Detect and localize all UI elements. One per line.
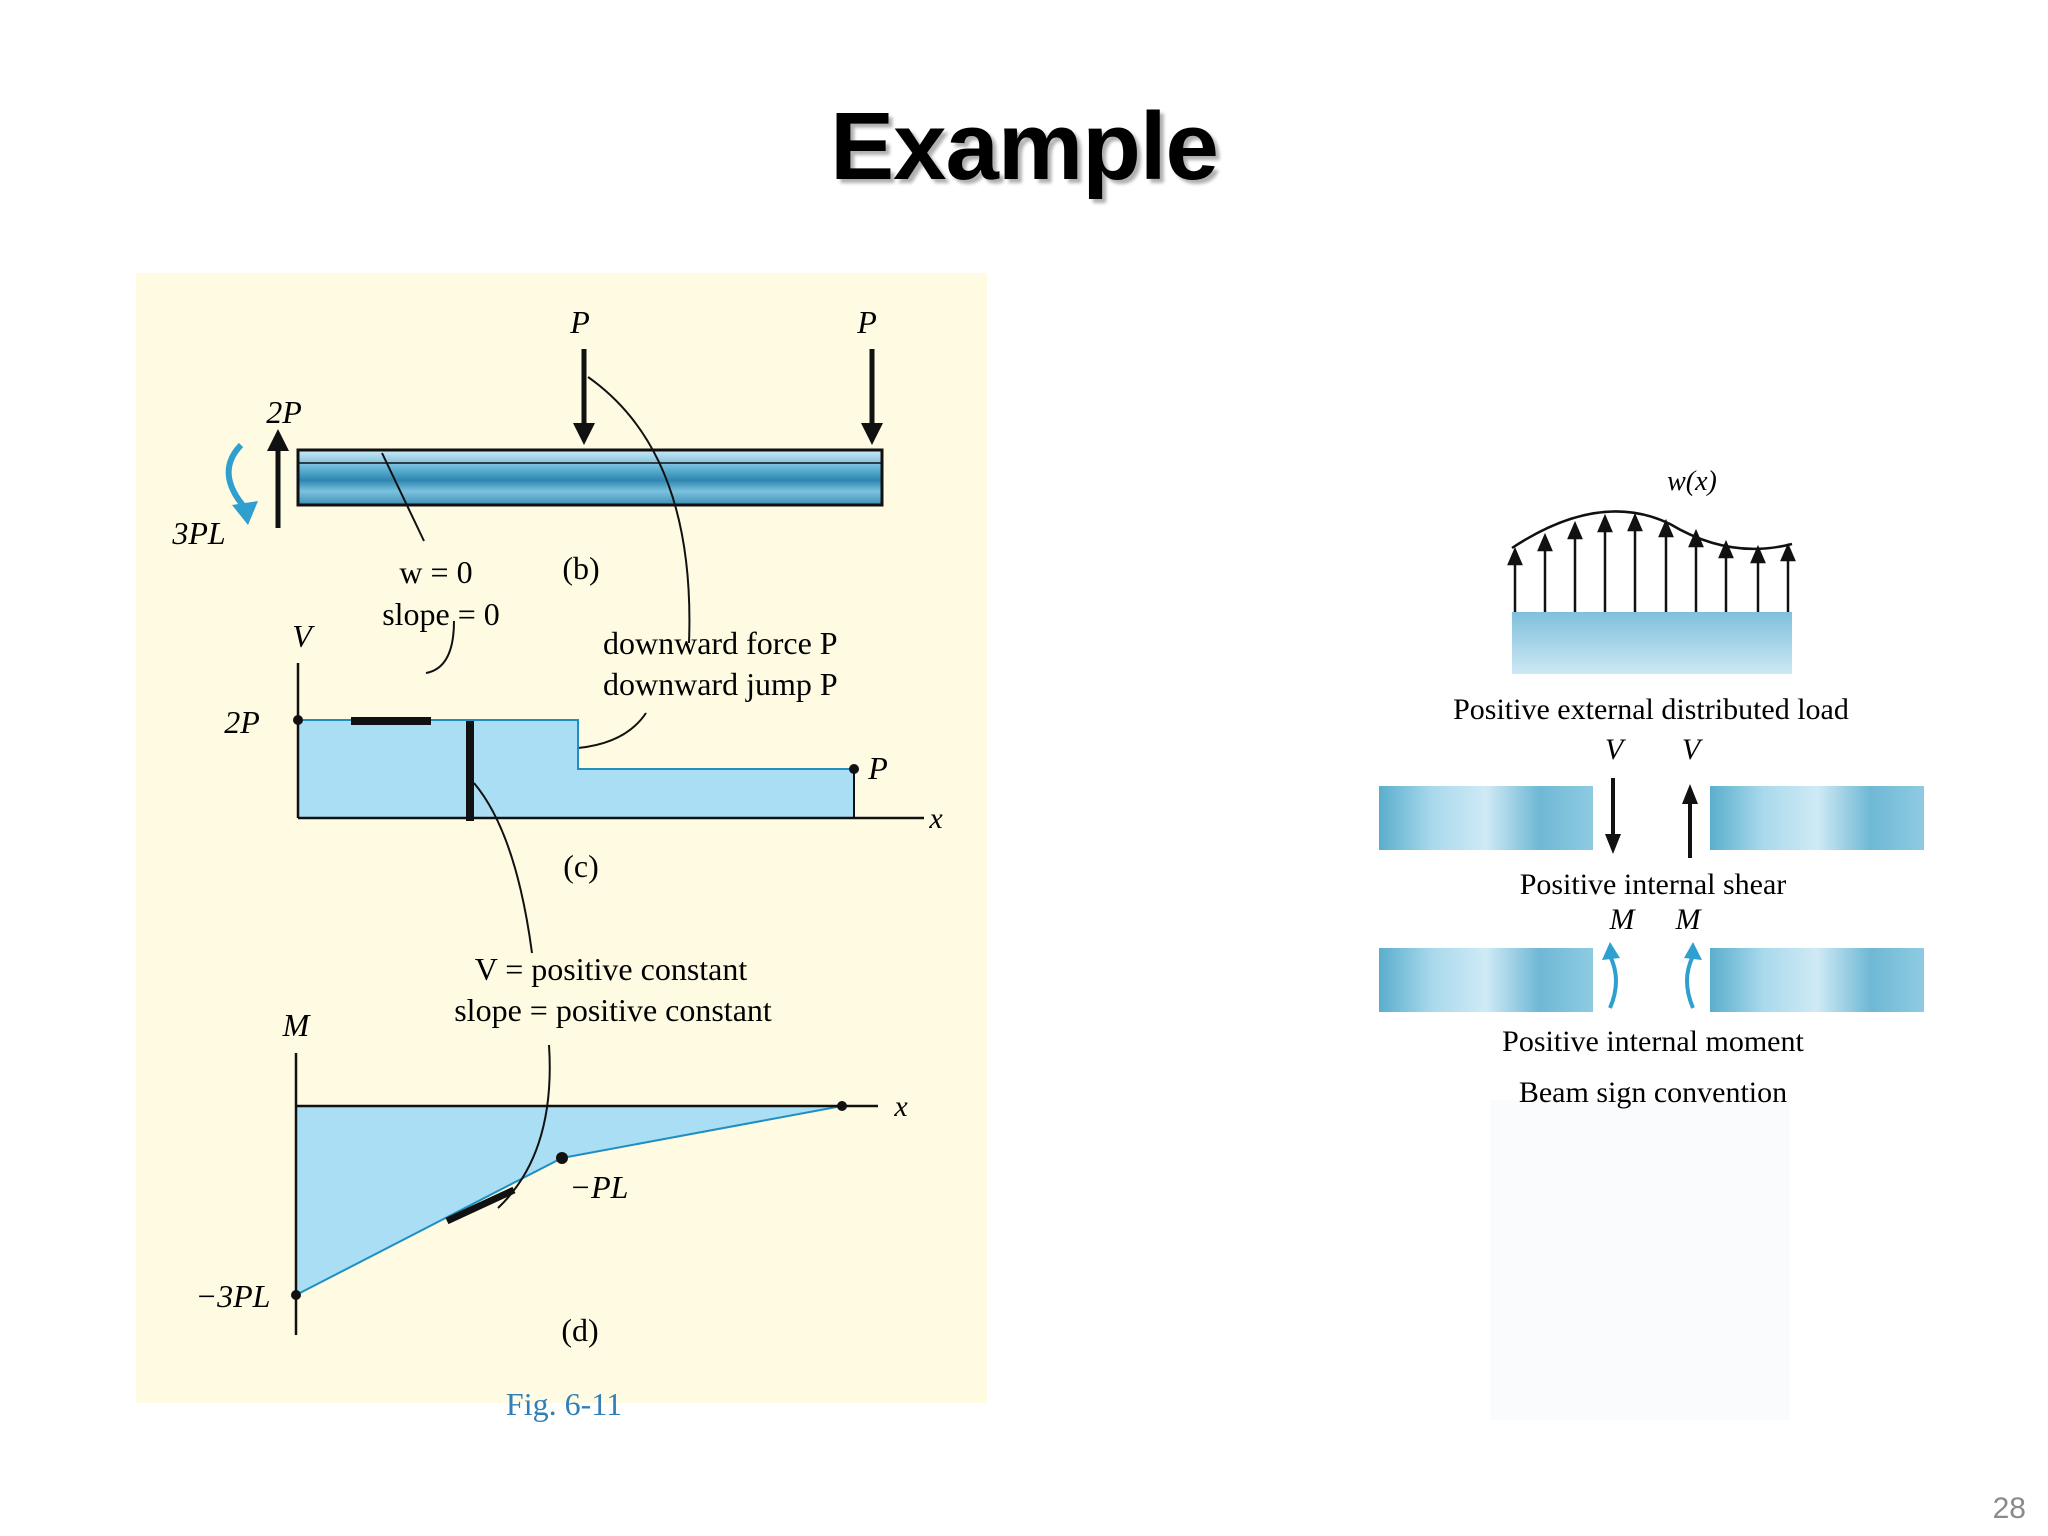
leader-slope-positive — [497, 1044, 551, 1209]
reaction-moment-arrow — [225, 442, 258, 525]
label-b: (b) — [562, 550, 599, 586]
moment-diagram — [291, 1053, 878, 1335]
moment-value-minus-3pl: −3PL — [196, 1278, 271, 1314]
annotation-downward-jump: downward jump P — [603, 666, 838, 702]
moment-arrow-left — [1602, 942, 1620, 1009]
moment-label-right: M — [1675, 903, 1703, 936]
load-label-p1: P — [569, 304, 590, 340]
load-arrow-head — [1658, 518, 1674, 538]
leader-v-positive — [473, 782, 533, 954]
shear-arrow-down — [1605, 778, 1621, 854]
moment-arrow-right — [1684, 942, 1702, 1009]
distributed-load-diagram — [1507, 510, 1796, 674]
reaction-force-arrow — [267, 429, 289, 528]
load-arrow-head — [1688, 528, 1704, 548]
load-function-label: w(x) — [1667, 466, 1717, 497]
load-arrow-head — [1627, 512, 1643, 532]
internal-shear-diagram — [1379, 778, 1924, 858]
beam-diagram-svg: P P 2P 3PL (b) w = 0 slope = 0 V downwar… — [171, 304, 943, 1422]
shear-value-p: P — [867, 750, 888, 786]
load-arrow-p2 — [861, 349, 883, 445]
load-arrow-head — [1597, 513, 1613, 533]
leader-downward-force — [587, 376, 691, 644]
load-label-p2: P — [856, 304, 877, 340]
leader-downward-jump — [577, 712, 647, 749]
reaction-force-label: 2P — [266, 394, 302, 430]
reaction-moment-label: 3PL — [171, 515, 225, 551]
shear-caption: Positive internal shear — [1520, 868, 1787, 901]
load-arrow-head — [1507, 546, 1523, 566]
moment-caption: Positive internal moment — [1502, 1025, 1804, 1058]
distributed-load-caption: Positive external distributed load — [1453, 693, 1849, 726]
figure-caption: Fig. 6-11 — [506, 1386, 622, 1422]
label-c: (c) — [563, 848, 599, 884]
load-arrow-head — [1780, 542, 1796, 562]
annotation-downward-force: downward force P — [603, 625, 838, 661]
moment-value-minus-pl: −PL — [570, 1169, 629, 1205]
shear-label-right: V — [1682, 733, 1704, 766]
moment-x-axis-label: x — [893, 1090, 908, 1123]
shear-diagram — [293, 663, 924, 821]
shear-axis-label: V — [292, 618, 315, 654]
convention-caption: Beam sign convention — [1519, 1076, 1787, 1109]
annotation-slope-positive: slope = positive constant — [454, 992, 772, 1028]
shear-x-axis-label: x — [928, 802, 943, 835]
moment-slope-marker — [445, 1186, 516, 1225]
loaded-beam — [225, 349, 884, 528]
leader-slope-zero — [425, 620, 455, 674]
load-arrow-head — [1718, 539, 1734, 559]
annotation-v-positive: V = positive constant — [475, 951, 748, 987]
load-arrow-head — [1537, 532, 1553, 552]
sign-convention-svg: w(x) Positive external distributed load … — [1379, 466, 1924, 1420]
slide-title: Example — [830, 93, 1219, 200]
internal-moment-diagram — [1379, 942, 1924, 1012]
load-arrow-head — [1750, 544, 1766, 564]
beam-diagram-figure: P P 2P 3PL (b) w = 0 slope = 0 V downwar… — [136, 273, 987, 1422]
moment-label-left: M — [1609, 903, 1637, 936]
load-arrow-head — [1567, 520, 1583, 540]
shear-value-2p: 2P — [224, 704, 260, 740]
page-number: 28 — [1992, 1492, 2026, 1525]
leader-w-zero — [381, 452, 425, 542]
shear-arrow-up — [1682, 784, 1698, 858]
shear-label-left: V — [1605, 733, 1627, 766]
beam-sign-convention-figure: w(x) Positive external distributed load … — [1370, 460, 1940, 1420]
annotation-slope-zero: slope = 0 — [382, 596, 500, 632]
moment-axis-label: M — [282, 1007, 312, 1043]
annotation-w-zero: w = 0 — [399, 554, 472, 590]
label-d: (d) — [561, 1312, 598, 1348]
load-arrow-p1 — [573, 349, 595, 445]
